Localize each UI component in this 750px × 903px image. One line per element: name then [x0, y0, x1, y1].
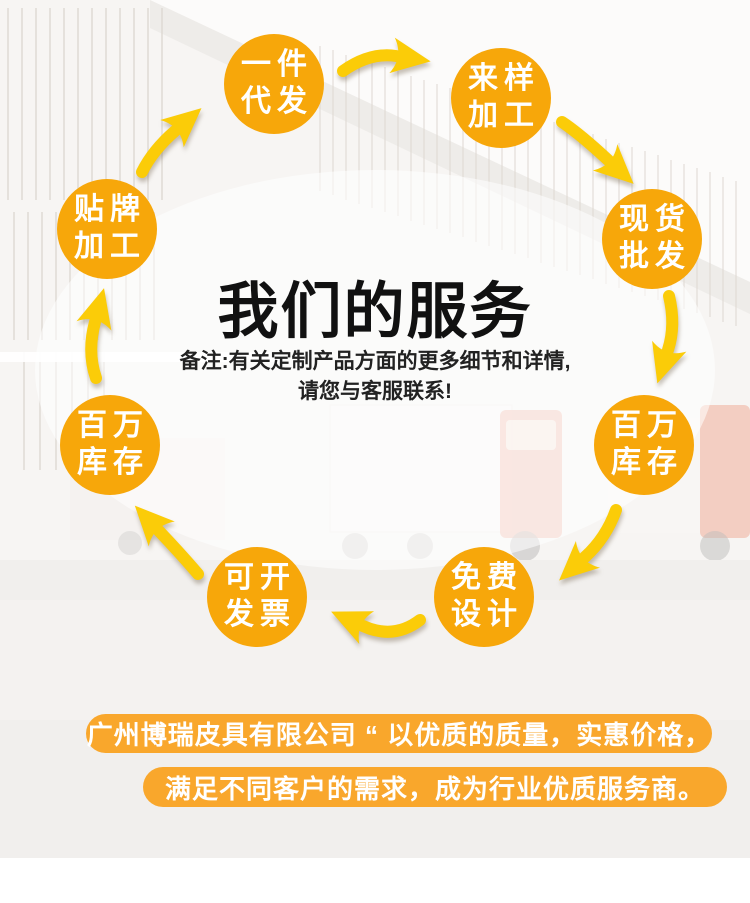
service-label: 批发	[619, 240, 691, 273]
flow-arrow-3	[652, 290, 687, 384]
service-bubble-million-inventory-left: 百万 库存	[60, 395, 160, 495]
service-label: 一件	[241, 48, 313, 82]
bottom-white-strip	[0, 858, 750, 903]
service-label: 来样	[468, 62, 540, 96]
slogan-text-2: 满足不同客户的需求，成为行业优质服务商。	[164, 773, 705, 804]
flow-arrow-6	[134, 505, 204, 580]
flow-arrow-1	[337, 37, 431, 77]
service-label: 库存	[611, 446, 683, 479]
service-bubble-oem-branding: 贴牌 加工	[57, 179, 157, 279]
service-bubble-free-design: 免费 设计	[434, 547, 534, 647]
service-label: 可开	[224, 561, 296, 595]
service-bubble-invoice-available: 可开 发票	[207, 547, 307, 647]
service-label: 加工	[74, 230, 146, 263]
service-label: 百万	[611, 409, 683, 443]
service-label: 加工	[468, 99, 540, 132]
service-label: 库存	[77, 446, 149, 479]
slogan-text-1: 广州博瑞皮具有限公司 “ 以优质的质量，实惠价格，	[86, 720, 712, 750]
note-line-2: 请您与客服联系!	[298, 380, 452, 404]
service-label: 现货	[619, 203, 691, 237]
flow-arrow-5	[331, 611, 426, 645]
section-title: 我们的服务	[217, 277, 533, 345]
service-label: 百万	[77, 409, 149, 443]
note-line-1: 备注:有关定制产品方面的更多细节和详情,	[179, 350, 571, 373]
service-bubble-million-inventory-right: 百万 库存	[594, 395, 694, 495]
service-label: 设计	[451, 598, 523, 631]
service-label: 代发	[241, 85, 313, 118]
company-slogan-banner-1: 广州博瑞皮具有限公司 “ 以优质的质量，实惠价格，	[86, 714, 712, 753]
service-label: 发票	[224, 598, 296, 631]
company-slogan-banner-2: 满足不同客户的需求，成为行业优质服务商。	[143, 767, 727, 807]
flow-arrow-8	[136, 108, 202, 178]
flow-arrow-4	[559, 504, 622, 581]
service-bubble-one-piece-dropship: 一件 代发	[224, 34, 324, 134]
flow-arrow-7	[76, 288, 112, 384]
service-label: 贴牌	[74, 193, 146, 227]
service-bubble-sample-processing: 来样 加工	[451, 48, 551, 148]
service-label: 免费	[451, 561, 523, 595]
service-bubble-in-stock-wholesale: 现货 批发	[602, 189, 702, 289]
flow-arrow-2	[556, 116, 634, 184]
note-text: 备注:有关定制产品方面的更多细节和详情, 请您与客服联系!	[0, 347, 750, 408]
